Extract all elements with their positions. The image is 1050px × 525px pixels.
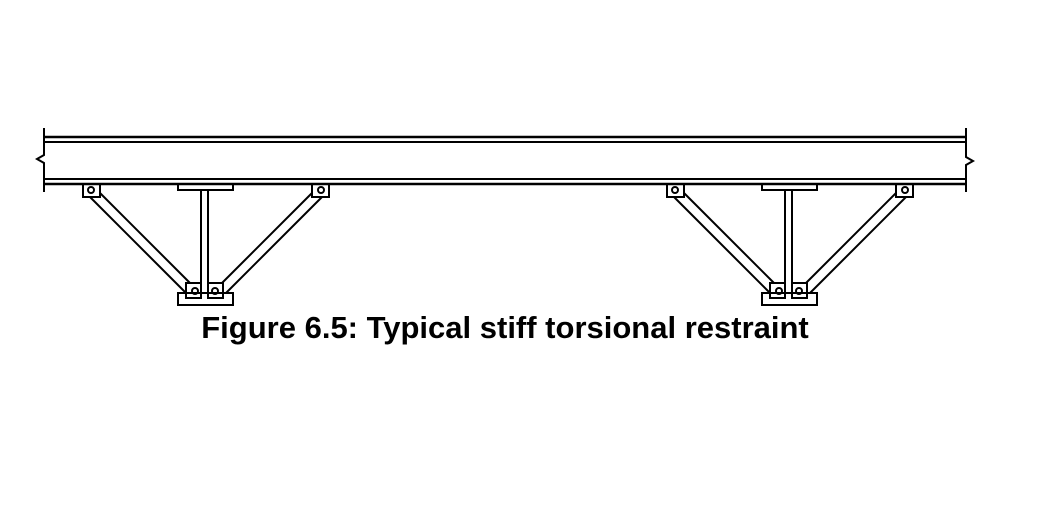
- girder-bottom-flange: [761, 292, 818, 306]
- restraint-left: [82, 183, 330, 306]
- bolt-icon: [191, 287, 199, 295]
- bolt-icon: [211, 287, 219, 295]
- left-break-line: [34, 128, 45, 192]
- girder-web: [200, 189, 209, 294]
- gusset-plate: [207, 282, 224, 299]
- right-diagonal-brace: [791, 183, 914, 299]
- deck-slab: [34, 128, 976, 192]
- bolt-icon: [775, 287, 783, 295]
- girder-right: [761, 183, 818, 306]
- bolt-icon: [317, 186, 325, 194]
- figure-caption: Figure 6.5: Typical stiff torsional rest…: [201, 310, 809, 345]
- right-diagonal-brace: [207, 183, 330, 299]
- restraint-right: [666, 183, 914, 306]
- bolt-icon: [671, 186, 679, 194]
- left-diagonal-brace: [82, 183, 202, 299]
- gusset-plate: [791, 282, 808, 299]
- gusset-plate: [769, 282, 786, 299]
- bolt-icon: [795, 287, 803, 295]
- right-break-line: [965, 128, 976, 192]
- bolt-icon: [901, 186, 909, 194]
- gusset-plate: [185, 282, 202, 299]
- girder-left: [177, 183, 234, 306]
- girder-bottom-flange: [177, 292, 234, 306]
- left-diagonal-brace: [666, 183, 786, 299]
- bolt-icon: [87, 186, 95, 194]
- girder-web: [784, 189, 793, 294]
